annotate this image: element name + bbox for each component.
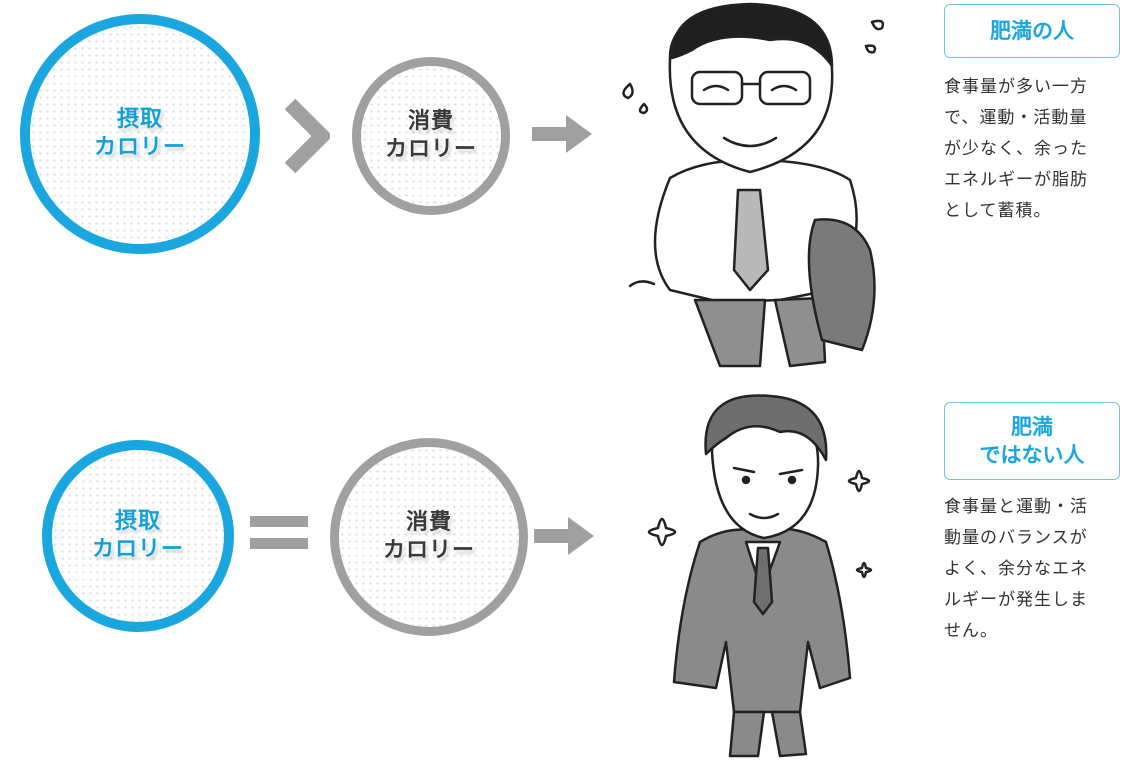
arrow-right-icon (534, 517, 594, 555)
row-not-obese: 摂取 カロリー 消費 カロリー (0, 388, 1128, 776)
obese-person-label: 肥満の人 (944, 4, 1120, 58)
burn-calorie-circle: 消費 カロリー (330, 438, 528, 636)
not-obese-description: 食事量と運動・活 動量のバランスが よく、余分なエネ ルギーが発生しま せん。 (944, 497, 1088, 641)
burn-label: 消費 カロリー (382, 510, 475, 563)
obese-man-illustration (622, 2, 885, 368)
intake-calorie-circle: 摂取 カロリー (42, 440, 234, 632)
greater-than-icon (284, 98, 330, 174)
not-obese-person-label: 肥満 ではない人 (944, 402, 1120, 480)
slim-man-illustration (647, 394, 873, 758)
obese-description: 食事量が多い一方 で、運動・活動量 が少なく、余った エネルギーが脂肪 として蓄… (944, 77, 1088, 221)
intake-label: 摂取 カロリー (91, 509, 184, 562)
intake-calorie-circle: 摂取 カロリー (20, 14, 260, 254)
intake-label: 摂取 カロリー (93, 107, 186, 160)
burn-label: 消費 カロリー (384, 109, 477, 162)
arrow-right-icon (532, 115, 592, 153)
equals-icon (250, 516, 308, 549)
row-obese: 摂取 カロリー 消費 カロリー (20, 2, 1120, 368)
burn-calorie-circle: 消費 カロリー (352, 57, 510, 215)
